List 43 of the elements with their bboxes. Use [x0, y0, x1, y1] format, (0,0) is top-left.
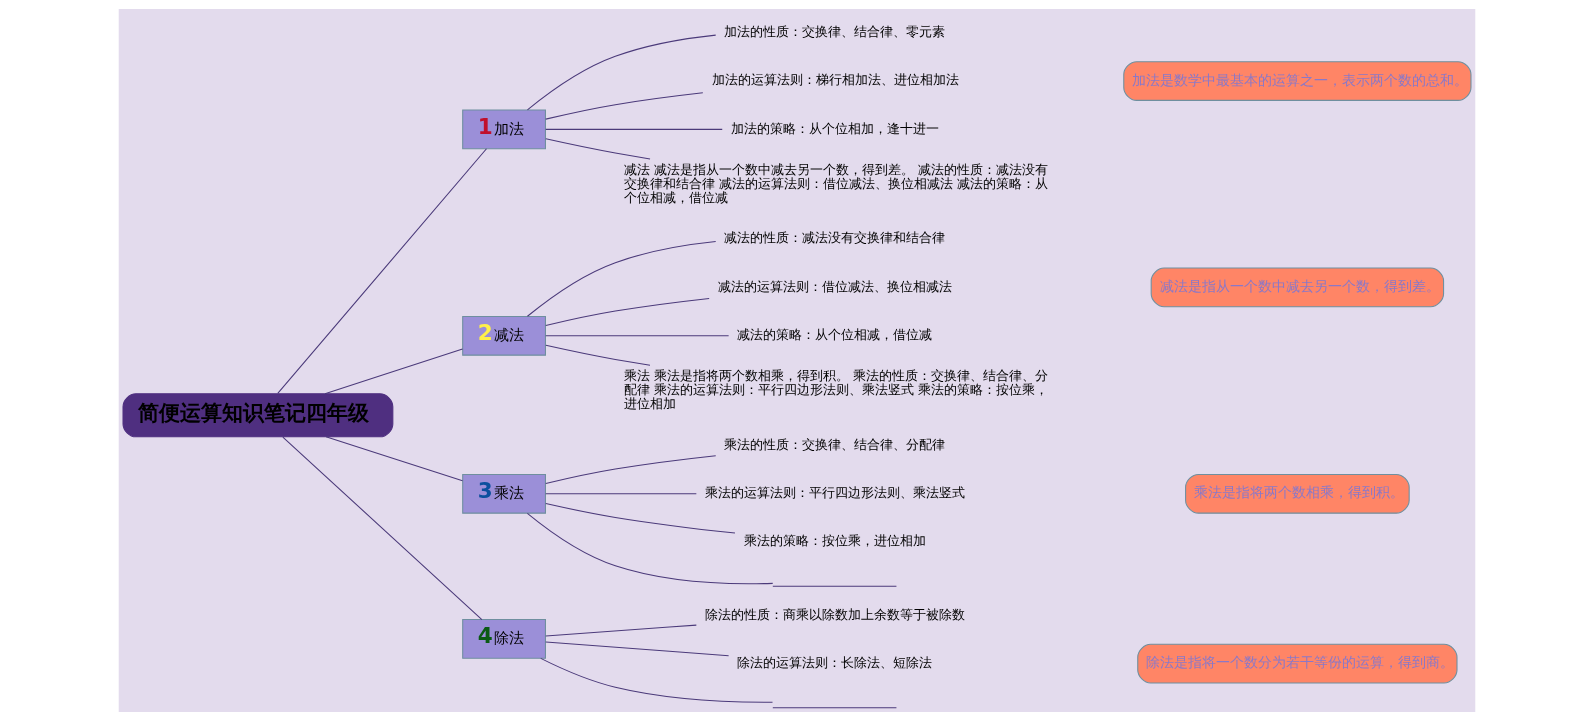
connector [545, 297, 710, 326]
connector [545, 624, 697, 636]
connector [277, 147, 488, 394]
node-line [772, 706, 897, 708]
connector [324, 347, 464, 394]
node-text: 除法的运算法则：长除法、短除法 [737, 654, 933, 670]
node-box: 4除法 [462, 618, 546, 659]
node-text: 乘法的性质：交换律、结合律、分配律 [724, 436, 946, 452]
node-box: 乘法是指将两个数相乘，得到积。 [1185, 473, 1410, 514]
node-box: 加法是数学中最基本的运算之一，表示两个数的总和。 [1123, 60, 1472, 101]
node-text: 乘法的策略：按位乘，进位相加 [743, 532, 926, 548]
connector [545, 137, 651, 159]
node-text: 除法的性质：商乘以除数加上余数等于被除数 [705, 606, 966, 622]
connector [282, 436, 483, 620]
node-line [772, 585, 897, 587]
node-box: 2减法 [462, 315, 546, 356]
node-text: 加法的策略：从个位相加，逢十进一 [730, 120, 939, 136]
node-box: 减法是指从一个数中减去另一个数，得到差。 [1150, 267, 1445, 307]
node-text: 减法 减法是指从一个数中减去另一个数，得到差。 减法的性质：减法没有交换律和结合律 减法的运算法则：借位减法、换位相减法 减法的策略：从个位相减，借位减 [623, 161, 1049, 205]
node-box: 1加法 [462, 109, 546, 149]
connector [545, 334, 730, 336]
connector [526, 240, 717, 317]
connector [545, 128, 723, 130]
node-box: 简便运算知识笔记四年级 [122, 392, 394, 437]
connector [325, 435, 464, 481]
connector [545, 640, 730, 656]
connector [545, 502, 736, 534]
connector [545, 91, 704, 120]
connector [545, 344, 651, 366]
node-box: 3乘法 [462, 473, 546, 514]
connector [526, 34, 717, 110]
node-text: 减法的性质：减法没有交换律和结合律 [724, 229, 946, 245]
connector [540, 657, 774, 703]
node-box: 除法是指将一个数分为若干等份的运算，得到商。 [1137, 643, 1458, 683]
node-text: 减法的运算法则：借位减法、换位相减法 [717, 278, 952, 294]
node-text: 乘法的运算法则：平行四边形法则、乘法竖式 [705, 484, 966, 500]
connector [526, 512, 774, 584]
connector [545, 454, 717, 484]
node-text: 加法的性质：交换律、结合律、零元素 [724, 23, 946, 39]
connector [545, 492, 697, 494]
node-text: 减法的策略：从个位相减，借位减 [737, 326, 933, 342]
node-text: 乘法 乘法是指将两个数相乘，得到积。 乘法的性质：交换律、结合律、分配律 乘法的运算法则：平行四边形法则、乘法竖式 乘法的策略：按位乘，进位相加 [623, 367, 1049, 411]
node-text: 加法的运算法则：梯行相加法、进位相加法 [711, 71, 959, 87]
